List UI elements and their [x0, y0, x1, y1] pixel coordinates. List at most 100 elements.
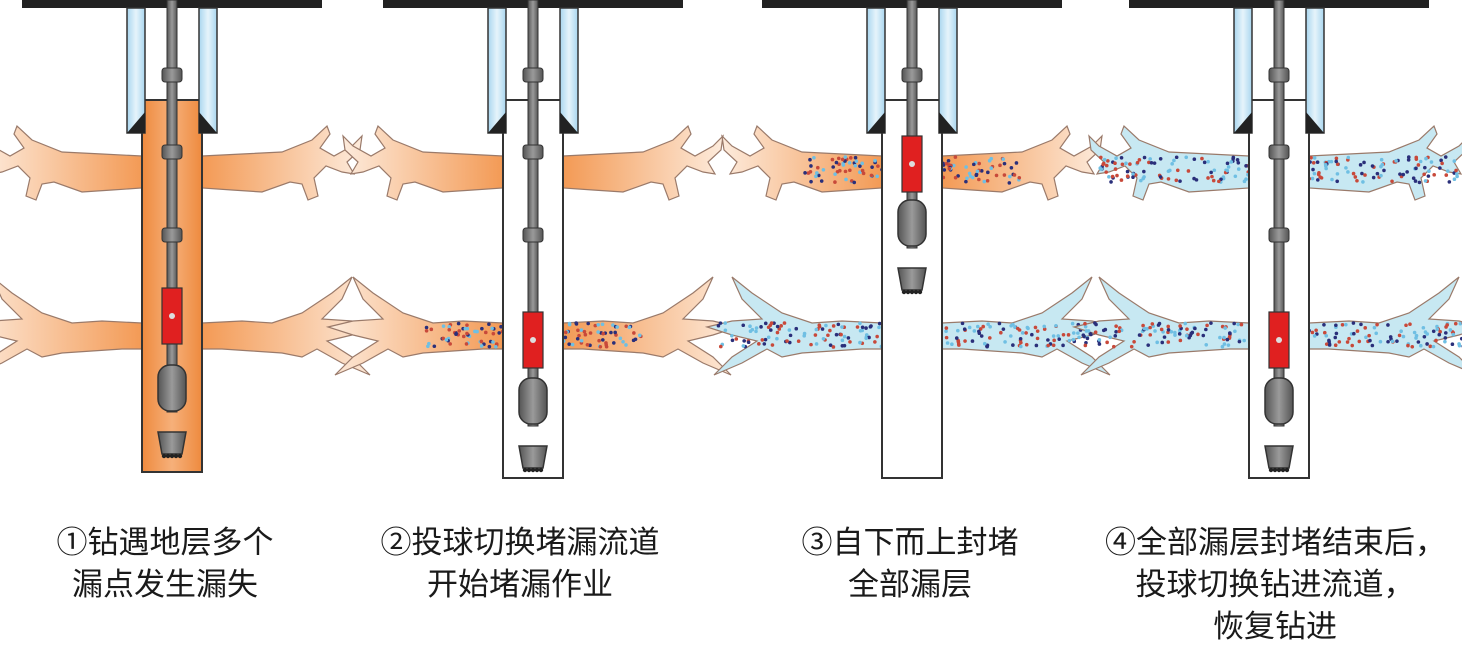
plug-particle — [1175, 155, 1179, 159]
plug-particle — [950, 342, 954, 346]
plug-particle — [462, 335, 466, 339]
plug-particle — [1330, 178, 1334, 182]
plug-particle — [1414, 167, 1418, 171]
caption-3-line-1: ③自下而上封堵 — [740, 522, 1080, 564]
drill-bit — [898, 268, 926, 290]
plug-particle — [1232, 322, 1236, 326]
plug-particle — [1352, 332, 1356, 336]
plug-particle — [1003, 340, 1007, 344]
plug-particle — [1432, 329, 1436, 333]
plug-particle — [1111, 175, 1115, 179]
plug-particle — [776, 325, 780, 329]
tool-joint — [523, 68, 543, 82]
plug-particle — [1142, 175, 1146, 179]
plug-particle — [1444, 336, 1448, 340]
plug-particle — [1026, 326, 1030, 330]
plug-particle — [980, 334, 984, 338]
caption-1-line-1: ①钻遇地层多个 — [0, 522, 335, 564]
plug-particle — [977, 162, 981, 166]
plug-particle — [954, 155, 958, 159]
bit-cutter — [170, 454, 174, 458]
plug-particle — [1206, 160, 1210, 164]
plug-particle — [475, 330, 479, 334]
plug-particle — [858, 341, 862, 345]
plug-particle — [1391, 340, 1395, 344]
bit-cutter — [166, 454, 170, 458]
plug-particle — [1003, 162, 1007, 166]
plug-particle — [1019, 341, 1023, 345]
tool-joint — [162, 145, 182, 159]
plug-particle — [807, 171, 811, 175]
plug-particle — [1432, 345, 1436, 349]
plug-particle — [1334, 323, 1338, 327]
plug-particle — [742, 344, 746, 348]
plug-particle — [803, 171, 807, 175]
plug-particle — [1132, 340, 1136, 344]
plug-particle — [968, 172, 972, 176]
tool-joint — [162, 228, 182, 242]
plug-particle — [1454, 169, 1458, 173]
plug-particle — [613, 331, 617, 335]
plug-particle — [1364, 335, 1368, 339]
plug-particle — [965, 176, 969, 180]
plug-particle — [1046, 338, 1050, 342]
plug-particle — [1444, 155, 1448, 159]
bit-cutter — [910, 290, 914, 294]
panel-2 — [328, 0, 738, 478]
plug-particle — [971, 176, 975, 180]
plug-particle — [1374, 331, 1378, 335]
plug-particle — [829, 343, 833, 347]
valve-port — [909, 161, 915, 167]
plug-particle — [769, 328, 773, 332]
plug-particle — [1172, 159, 1176, 163]
plug-particle — [586, 343, 590, 347]
plug-particle — [852, 181, 856, 185]
plug-particle — [1313, 172, 1317, 176]
plug-particle — [480, 344, 484, 348]
plug-particle — [814, 175, 818, 179]
plug-particle — [1082, 333, 1086, 337]
bit-cutter — [523, 468, 527, 472]
panel-4 — [1074, 0, 1462, 478]
plug-particle — [1311, 168, 1315, 172]
plug-particle — [1313, 156, 1317, 160]
plug-particle — [619, 337, 623, 341]
plug-particle — [788, 328, 792, 332]
plug-particle — [454, 332, 458, 336]
plug-particle — [1112, 345, 1116, 349]
plug-particle — [621, 340, 625, 344]
plug-particle — [1117, 330, 1121, 334]
plug-particle — [1217, 180, 1221, 184]
plug-particle — [433, 344, 437, 348]
bit-cutter — [906, 290, 910, 294]
fracture-r-1 — [563, 126, 723, 200]
plug-particle — [1227, 165, 1231, 169]
plug-particle — [999, 331, 1003, 335]
plug-particle — [1001, 157, 1005, 161]
plug-particle — [441, 337, 445, 341]
plug-particle — [564, 331, 568, 335]
plug-particle — [1087, 329, 1091, 333]
plug-particle — [988, 159, 992, 163]
tool-joint — [1269, 228, 1289, 242]
plug-particle — [624, 324, 628, 328]
plug-particle — [779, 324, 783, 328]
plug-particle — [808, 158, 812, 162]
plug-particle — [1143, 156, 1147, 160]
plug-particle — [1218, 336, 1222, 340]
plug-particle — [976, 169, 980, 173]
plug-particle — [1056, 334, 1060, 338]
plug-particle — [1210, 175, 1214, 179]
plug-particle — [576, 337, 580, 341]
plug-particle — [601, 338, 605, 342]
plug-particle — [1427, 169, 1431, 173]
plug-particle — [1448, 180, 1452, 184]
plug-particle — [837, 323, 841, 327]
plug-particle — [1114, 324, 1118, 328]
plug-particle — [464, 327, 468, 331]
plug-particle — [1352, 321, 1356, 325]
plug-particle — [589, 331, 593, 335]
plug-particle — [864, 336, 868, 340]
bit-cutter — [162, 454, 166, 458]
plug-particle — [998, 164, 1002, 168]
